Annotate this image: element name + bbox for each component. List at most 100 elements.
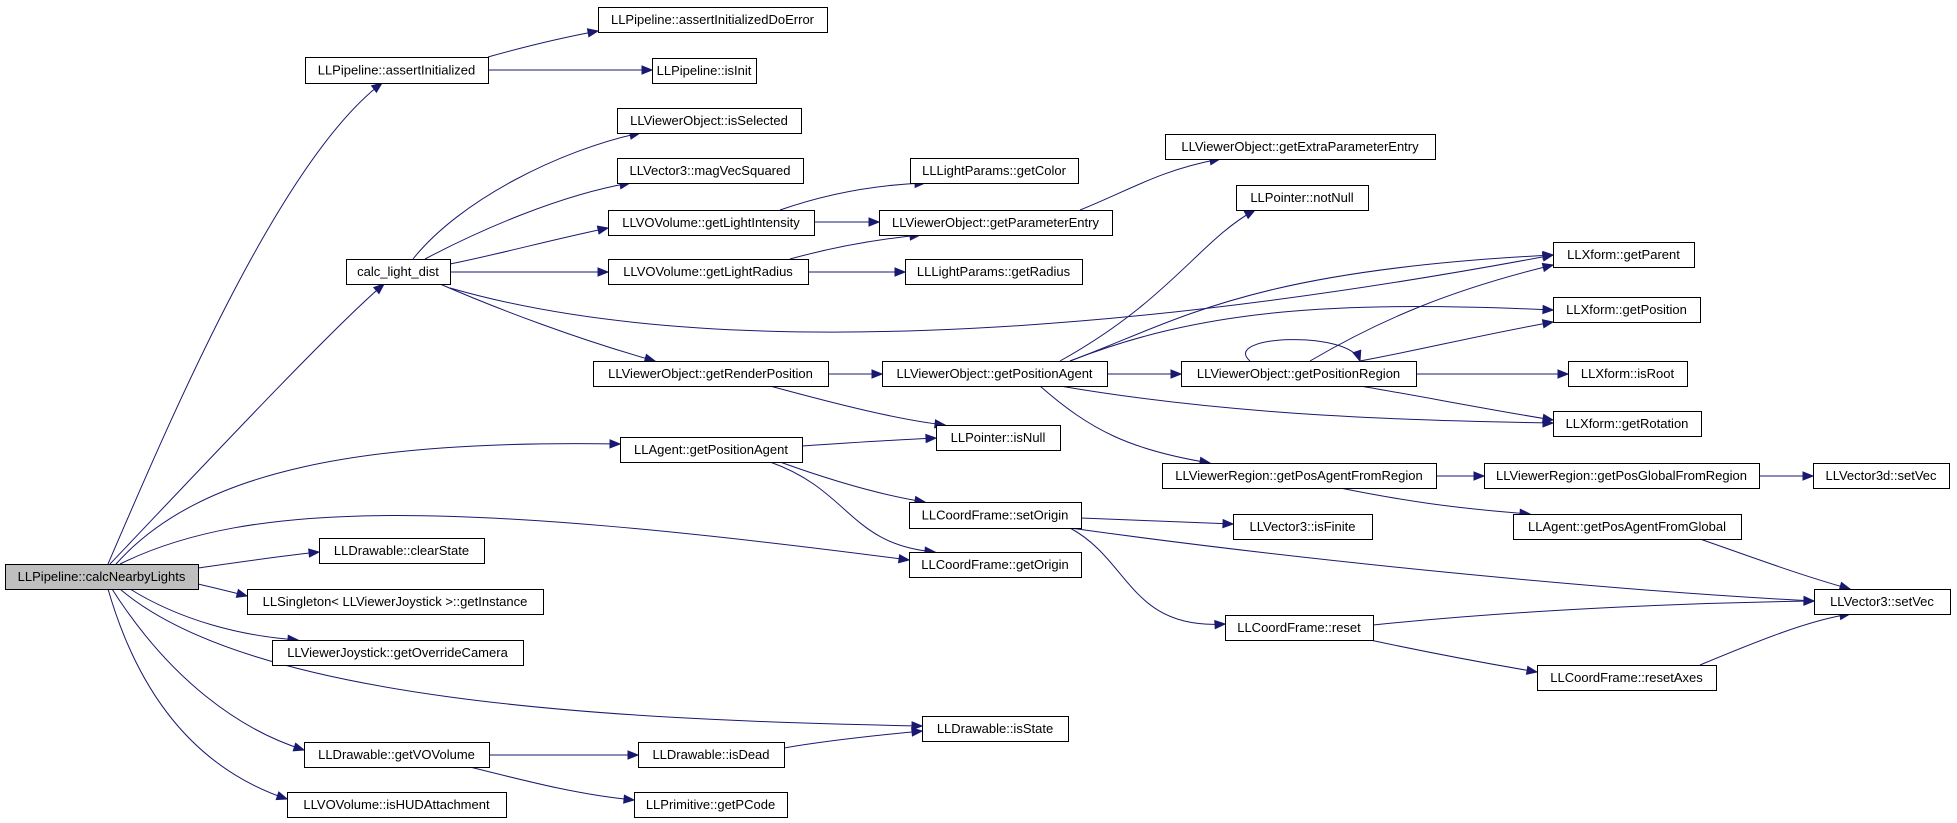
edge-line bbox=[789, 234, 921, 260]
edge-voGetPositionAgent-to-getPosAgentFromRegion bbox=[1039, 385, 1212, 466]
edge-arrowhead bbox=[292, 742, 306, 752]
node-box bbox=[1162, 463, 1437, 489]
edge-arrowhead bbox=[1222, 518, 1235, 529]
node-resetAxes[interactable]: LLCoordFrame::resetAxes bbox=[1537, 665, 1717, 691]
node-assertInitializedDoError[interactable]: LLPipeline::assertInitializedDoError bbox=[598, 7, 828, 33]
node-xfIsRoot[interactable]: LLXform::isRoot bbox=[1568, 361, 1688, 387]
edge-line bbox=[115, 443, 621, 565]
edge-calcNearbyLights-to-isHUDAttachment bbox=[107, 588, 289, 801]
node-label: LLViewerObject::isSelected bbox=[630, 113, 788, 128]
node-isNull[interactable]: LLPointer::isNull bbox=[936, 425, 1061, 451]
node-getPosAgentFromGlobal[interactable]: LLAgent::getPosAgentFromGlobal bbox=[1513, 514, 1742, 540]
node-getLightRadius[interactable]: LLVOVolume::getLightRadius bbox=[608, 259, 809, 285]
edge-line bbox=[1699, 613, 1851, 666]
node-label: LLViewerObject::getRenderPosition bbox=[608, 366, 813, 381]
edge-arrowhead bbox=[894, 267, 907, 277]
node-lpGetColor[interactable]: LLLightParams::getColor bbox=[910, 158, 1079, 184]
node-isSelected[interactable]: LLViewerObject::isSelected bbox=[617, 108, 802, 134]
edge-arrowhead bbox=[868, 217, 881, 227]
node-box bbox=[593, 361, 829, 387]
node-box bbox=[1233, 514, 1373, 540]
node-label: LLViewerObject::getParameterEntry bbox=[892, 215, 1099, 230]
node-getLightIntensity[interactable]: LLVOVolume::getLightIntensity bbox=[608, 210, 815, 236]
node-box bbox=[1484, 463, 1760, 489]
node-lpGetRadius[interactable]: LLLightParams::getRadius bbox=[905, 259, 1083, 285]
edge-getLightIntensity-to-getParameterEntry bbox=[814, 217, 881, 227]
edge-voGetPositionAgent-to-xfGetParent bbox=[1069, 250, 1555, 362]
node-getOrigin[interactable]: LLCoordFrame::getOrigin bbox=[909, 552, 1082, 578]
edge-arrowhead bbox=[1352, 349, 1362, 363]
node-v3dSetVec[interactable]: LLVector3d::setVec bbox=[1813, 463, 1950, 489]
edge-calcNearbyLights-to-getOrigin bbox=[119, 515, 911, 565]
node-voGetPositionAgent[interactable]: LLViewerObject::getPositionAgent bbox=[882, 361, 1108, 387]
edge-line bbox=[1369, 639, 1538, 673]
node-clearState[interactable]: LLDrawable::clearState bbox=[319, 538, 485, 564]
node-label: LLDrawable::isDead bbox=[652, 747, 769, 762]
node-isInit[interactable]: LLPipeline::isInit bbox=[652, 58, 757, 84]
edge-setOrigin-to-isFinite bbox=[1080, 517, 1235, 529]
edge-calc_light_dist-to-getRenderPosition bbox=[439, 283, 657, 363]
edge-arrowhead bbox=[1542, 250, 1555, 261]
node-box bbox=[910, 158, 1079, 184]
node-getRenderPosition[interactable]: LLViewerObject::getRenderPosition bbox=[593, 361, 829, 387]
edge-calcNearbyLights-to-calc_light_dist bbox=[109, 283, 386, 565]
edge-arrowhead bbox=[372, 283, 386, 295]
node-magVecSquared[interactable]: LLVector3::magVecSquared bbox=[617, 158, 804, 184]
node-box bbox=[617, 108, 802, 134]
edge-getPositionRegion-to-xfGetRotation bbox=[1359, 385, 1555, 424]
node-xfGetRotation[interactable]: LLXform::getRotation bbox=[1553, 411, 1702, 437]
edge-line bbox=[107, 588, 288, 800]
edge-line bbox=[1372, 600, 1815, 626]
node-label: LLVector3::isFinite bbox=[1250, 519, 1356, 534]
edge-line bbox=[769, 461, 936, 553]
edge-cfReset-to-resetAxes bbox=[1369, 639, 1539, 675]
edge-calc_light_dist-to-getLightIntensity bbox=[449, 225, 610, 265]
node-label: LLXform::getParent bbox=[1567, 247, 1680, 262]
edge-line bbox=[197, 551, 320, 569]
edge-line bbox=[129, 588, 299, 641]
node-calcNearbyLights[interactable]: LLPipeline::calcNearbyLights bbox=[5, 564, 199, 590]
edge-line bbox=[1359, 385, 1554, 421]
call-graph-edges bbox=[107, 28, 1852, 804]
node-getParameterEntry[interactable]: LLViewerObject::getParameterEntry bbox=[879, 210, 1113, 236]
edge-line bbox=[1069, 527, 1226, 625]
node-label: LLViewerRegion::getPosAgentFromRegion bbox=[1175, 468, 1422, 483]
node-setOrigin[interactable]: LLCoordFrame::setOrigin bbox=[909, 502, 1082, 529]
node-notNull[interactable]: LLPointer::notNull bbox=[1236, 185, 1369, 211]
node-box bbox=[909, 552, 1082, 578]
edge-voGetPositionAgent-to-xfGetRotation bbox=[1059, 385, 1555, 428]
edge-calc_light_dist-to-magVecSquared bbox=[424, 180, 632, 260]
node-box bbox=[319, 538, 485, 564]
node-xfGetParent[interactable]: LLXform::getParent bbox=[1553, 242, 1695, 268]
node-label: LLVector3d::setVec bbox=[1825, 468, 1937, 483]
edge-arrowhead bbox=[1557, 369, 1570, 379]
node-getVOVolume[interactable]: LLDrawable::getVOVolume bbox=[304, 742, 490, 768]
node-getPCode[interactable]: LLPrimitive::getPCode bbox=[634, 792, 788, 818]
node-label: LLDrawable::isState bbox=[937, 721, 1053, 736]
edge-arrowhead bbox=[1803, 596, 1816, 606]
node-label: LLXform::getRotation bbox=[1566, 416, 1689, 431]
node-v3SetVec[interactable]: LLVector3::setVec bbox=[1814, 589, 1951, 615]
node-xfGetPosition[interactable]: LLXform::getPosition bbox=[1553, 297, 1701, 323]
node-assertInitialized[interactable]: LLPipeline::assertInitialized bbox=[305, 57, 489, 84]
node-getExtraParameterEntry[interactable]: LLViewerObject::getExtraParameterEntry bbox=[1165, 134, 1436, 160]
node-isState[interactable]: LLDrawable::isState bbox=[922, 716, 1069, 742]
node-isDead[interactable]: LLDrawable::isDead bbox=[638, 742, 785, 768]
edge-line bbox=[487, 30, 599, 58]
node-label: LLCoordFrame::getOrigin bbox=[921, 557, 1068, 572]
node-getOverrideCamera[interactable]: LLViewerJoystick::getOverrideCamera bbox=[272, 640, 524, 666]
node-calc_light_dist[interactable]: calc_light_dist bbox=[346, 259, 451, 285]
node-label: LLLightParams::getRadius bbox=[917, 264, 1071, 279]
node-isFinite[interactable]: LLVector3::isFinite bbox=[1233, 514, 1373, 540]
node-getInstance[interactable]: LLSingleton< LLViewerJoystick >::getInst… bbox=[247, 589, 544, 615]
node-agentGetPositionAgent[interactable]: LLAgent::getPositionAgent bbox=[620, 437, 803, 463]
edge-calc_light_dist-to-getLightRadius bbox=[450, 267, 610, 277]
node-cfReset[interactable]: LLCoordFrame::reset bbox=[1225, 615, 1374, 641]
edge-agentGetPositionAgent-to-isNull bbox=[801, 433, 938, 447]
node-getPosAgentFromRegion[interactable]: LLViewerRegion::getPosAgentFromRegion bbox=[1162, 463, 1437, 489]
edge-getPosAgentFromGlobal-to-v3SetVec bbox=[1699, 538, 1852, 591]
node-getPosGlobalFromRegion[interactable]: LLViewerRegion::getPosGlobalFromRegion bbox=[1484, 463, 1760, 489]
node-getPositionRegion[interactable]: LLViewerObject::getPositionRegion bbox=[1181, 361, 1417, 387]
node-isHUDAttachment[interactable]: LLVOVolume::isHUDAttachment bbox=[287, 792, 507, 818]
node-box bbox=[1553, 411, 1702, 437]
